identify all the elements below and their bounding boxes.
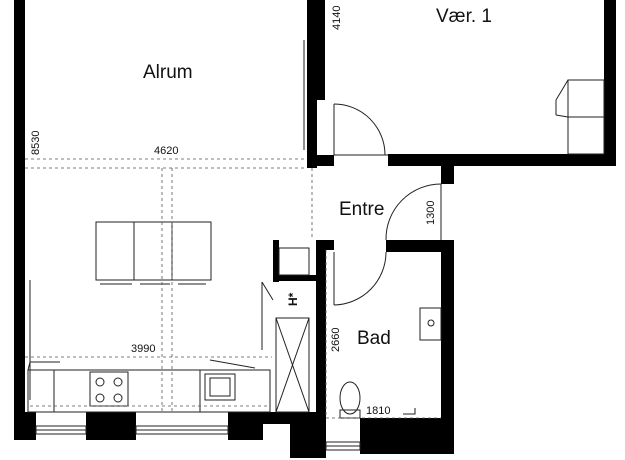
wall-bottom-3 [228, 412, 263, 440]
kitchen-counter [27, 369, 271, 413]
stove [89, 371, 129, 407]
wall-alrum-vaer1 [307, 0, 317, 168]
dim-bad-width: 1810 [366, 405, 390, 417]
toilet [339, 381, 361, 415]
wall-entre-stub [441, 154, 454, 184]
room-label-vaer1: Vær. 1 [436, 6, 492, 27]
wall-bottom-2 [86, 412, 136, 440]
wall-bad-left [316, 240, 326, 454]
doors [311, 103, 442, 306]
wall-bad-top [386, 240, 454, 252]
wall-bottom-6 [360, 418, 454, 454]
wall-closet-left [273, 240, 279, 282]
closet-label: H* [286, 292, 300, 306]
wall-alrum-left [14, 0, 25, 432]
wall-vaer1-left [317, 0, 325, 100]
dim-entre-width: 1300 [425, 201, 437, 225]
dim-vaer1-depth: 4140 [331, 6, 343, 30]
wall-closet-bottom [273, 275, 316, 281]
dim-alrum-width: 4620 [154, 145, 178, 157]
wall-vaer1-right [604, 0, 616, 166]
room-label-entre: Entre [339, 199, 384, 220]
room-label-alrum: Alrum [143, 62, 193, 83]
kitchen-sink [204, 373, 236, 401]
bath-sink [419, 307, 442, 341]
wall-bottom-1 [14, 412, 36, 440]
wall-vaer1-bottom-left [317, 155, 334, 166]
dim-bad-depth: 2660 [330, 328, 342, 352]
closet [278, 247, 310, 276]
dimension-lines [25, 158, 441, 419]
walls [14, 0, 616, 458]
dim-alrum-depth: 8530 [30, 131, 42, 155]
tall-cupboard [275, 317, 310, 413]
room-label-bad: Bad [357, 328, 391, 349]
windows [29, 40, 361, 451]
wall-bottom-5 [290, 418, 326, 458]
wall-bad-left-top [316, 240, 334, 250]
wall-bad-right [441, 240, 454, 454]
dim-kitchen-length: 3990 [131, 343, 155, 355]
wall-vaer1-bottom-right [388, 154, 616, 166]
dining-table [95, 221, 212, 281]
